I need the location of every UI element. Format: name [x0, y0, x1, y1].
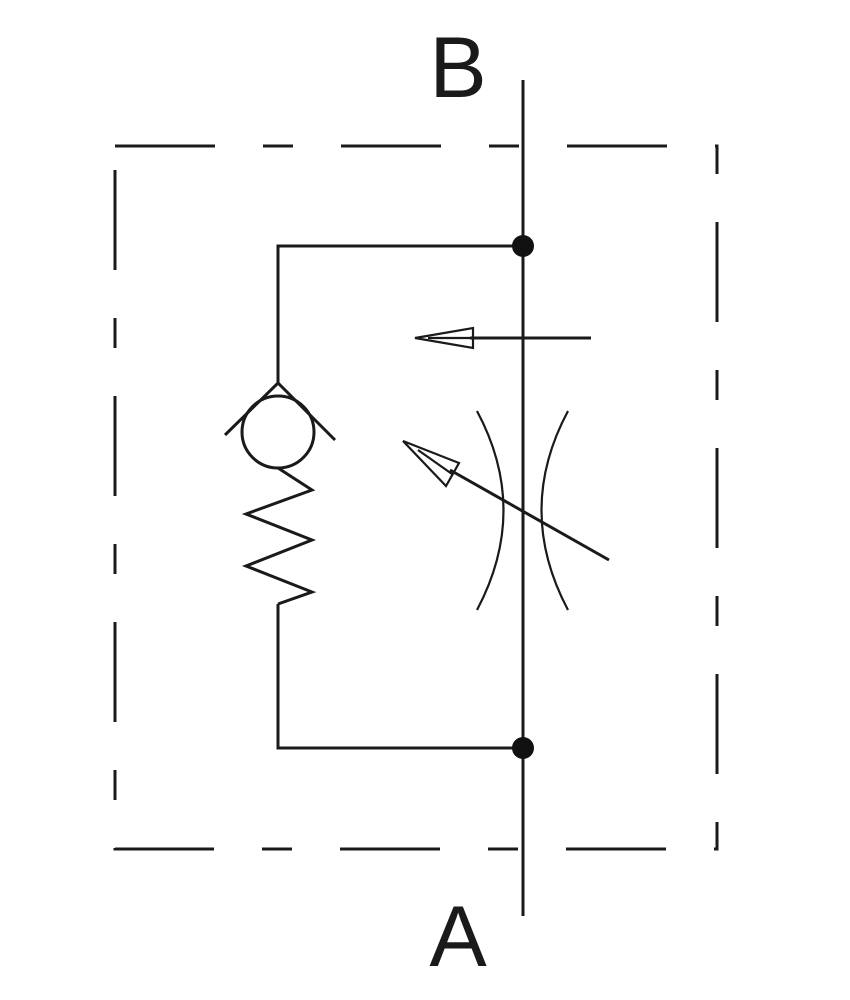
throttle-arc-right: [540, 410, 569, 611]
bypass-line-bottom: [276, 604, 523, 750]
throttle-arc-left: [476, 410, 505, 611]
adjustment-arrow-shaft: [449, 468, 610, 562]
adjustment-arrow-head: [402, 439, 461, 488]
check-valve-spring: [241, 466, 317, 606]
junction-dot-top: [512, 235, 534, 257]
check-valve-seat: [223, 380, 337, 442]
valve-enclosure-dashed-border: [113, 144, 719, 851]
check-valve-ball: [240, 394, 316, 470]
junction-dot-bottom: [512, 737, 534, 759]
port-label-b: B: [429, 20, 486, 116]
adjustment-arrow-head-center: [417, 449, 453, 475]
bypass-line-top: [276, 244, 523, 383]
port-label-a: A: [429, 889, 487, 985]
